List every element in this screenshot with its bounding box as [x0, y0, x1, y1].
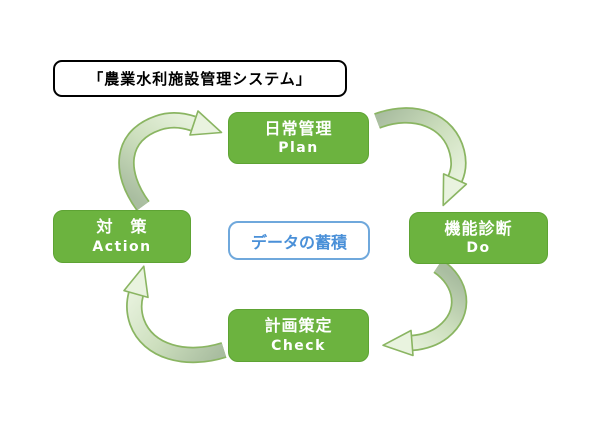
check-box: 計画策定 Check: [228, 309, 369, 362]
title-box: 「農業水利施設管理システム」: [53, 60, 347, 97]
do-box: 機能診断 Do: [409, 212, 548, 264]
action-label-en: Action: [92, 238, 152, 255]
arrow-do-to-check: [382, 259, 468, 357]
action-box: 対 策 Action: [53, 210, 191, 263]
do-label-en: Do: [466, 240, 491, 257]
do-label-jp: 機能診断: [444, 218, 513, 238]
arrow-check-to-action: [123, 265, 227, 364]
data-accumulation-box: データの蓄積: [228, 221, 370, 260]
action-label-jp: 対 策: [96, 217, 148, 236]
check-label-en: Check: [271, 337, 326, 354]
check-label-jp: 計画策定: [264, 316, 333, 335]
arrow-action-to-plan: [118, 110, 223, 211]
plan-label-en: Plan: [278, 140, 319, 157]
title-text: 「農業水利施設管理システム」: [88, 70, 312, 88]
arrow-plan-to-do: [374, 107, 468, 207]
plan-box: 日常管理 Plan: [228, 112, 369, 164]
plan-label-jp: 日常管理: [264, 118, 333, 138]
data-accumulation-label: データの蓄積: [250, 232, 347, 252]
